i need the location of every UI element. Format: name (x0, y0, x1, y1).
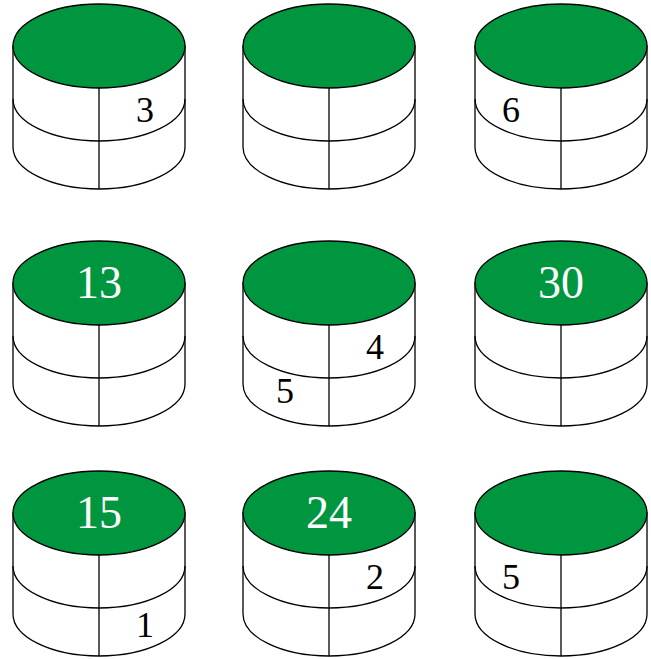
quadrant-number: 4 (366, 329, 384, 365)
disk-cylinder: 15 1 (12, 470, 186, 658)
cylinder-top (13, 471, 185, 555)
cylinder-divider (328, 88, 329, 189)
cylinder-outline (242, 240, 416, 428)
cylinder-divider (328, 555, 329, 656)
quadrant-number: 5 (276, 373, 294, 409)
quadrant-number: 5 (502, 559, 520, 595)
empty-cylinder (243, 4, 415, 189)
cylinder-divider (98, 325, 99, 426)
disk-cylinder: 30 (474, 240, 648, 428)
cylinder-top (243, 471, 415, 555)
top-number: 13 (76, 260, 122, 306)
cylinder-top (475, 471, 647, 555)
cylinder-top (243, 4, 415, 88)
cylinder-divider (560, 88, 561, 189)
quadrant-number: 2 (366, 559, 384, 595)
quadrant-number: 1 (136, 607, 154, 643)
cylinder-divider (560, 555, 561, 656)
disk-cylinder: 24 2 (242, 470, 416, 658)
cylinder-top (475, 4, 647, 88)
cylinder-top (13, 4, 185, 88)
cylinder-divider (98, 555, 99, 656)
cylinder-outline (12, 3, 186, 191)
cylinder-outline (474, 470, 648, 658)
cylinder-outline (474, 3, 648, 191)
top-number: 30 (538, 260, 584, 306)
disk-cylinder: 6 (474, 3, 648, 191)
top-number: 24 (306, 490, 352, 536)
cylinder-divider (98, 88, 99, 189)
disk-cylinder: 45 (242, 240, 416, 428)
disk-cylinder: 13 (12, 240, 186, 428)
cylinder-divider (328, 325, 329, 426)
cylinder-top (13, 241, 185, 325)
disk-cylinder: 5 (474, 470, 648, 658)
cylinder-top (475, 241, 647, 325)
quadrant-number: 3 (136, 92, 154, 128)
cylinder-divider (560, 325, 561, 426)
cylinder-top (243, 241, 415, 325)
quadrant-number: 6 (502, 92, 520, 128)
top-number: 15 (76, 490, 122, 536)
disk-cylinder: 3 (12, 3, 186, 191)
